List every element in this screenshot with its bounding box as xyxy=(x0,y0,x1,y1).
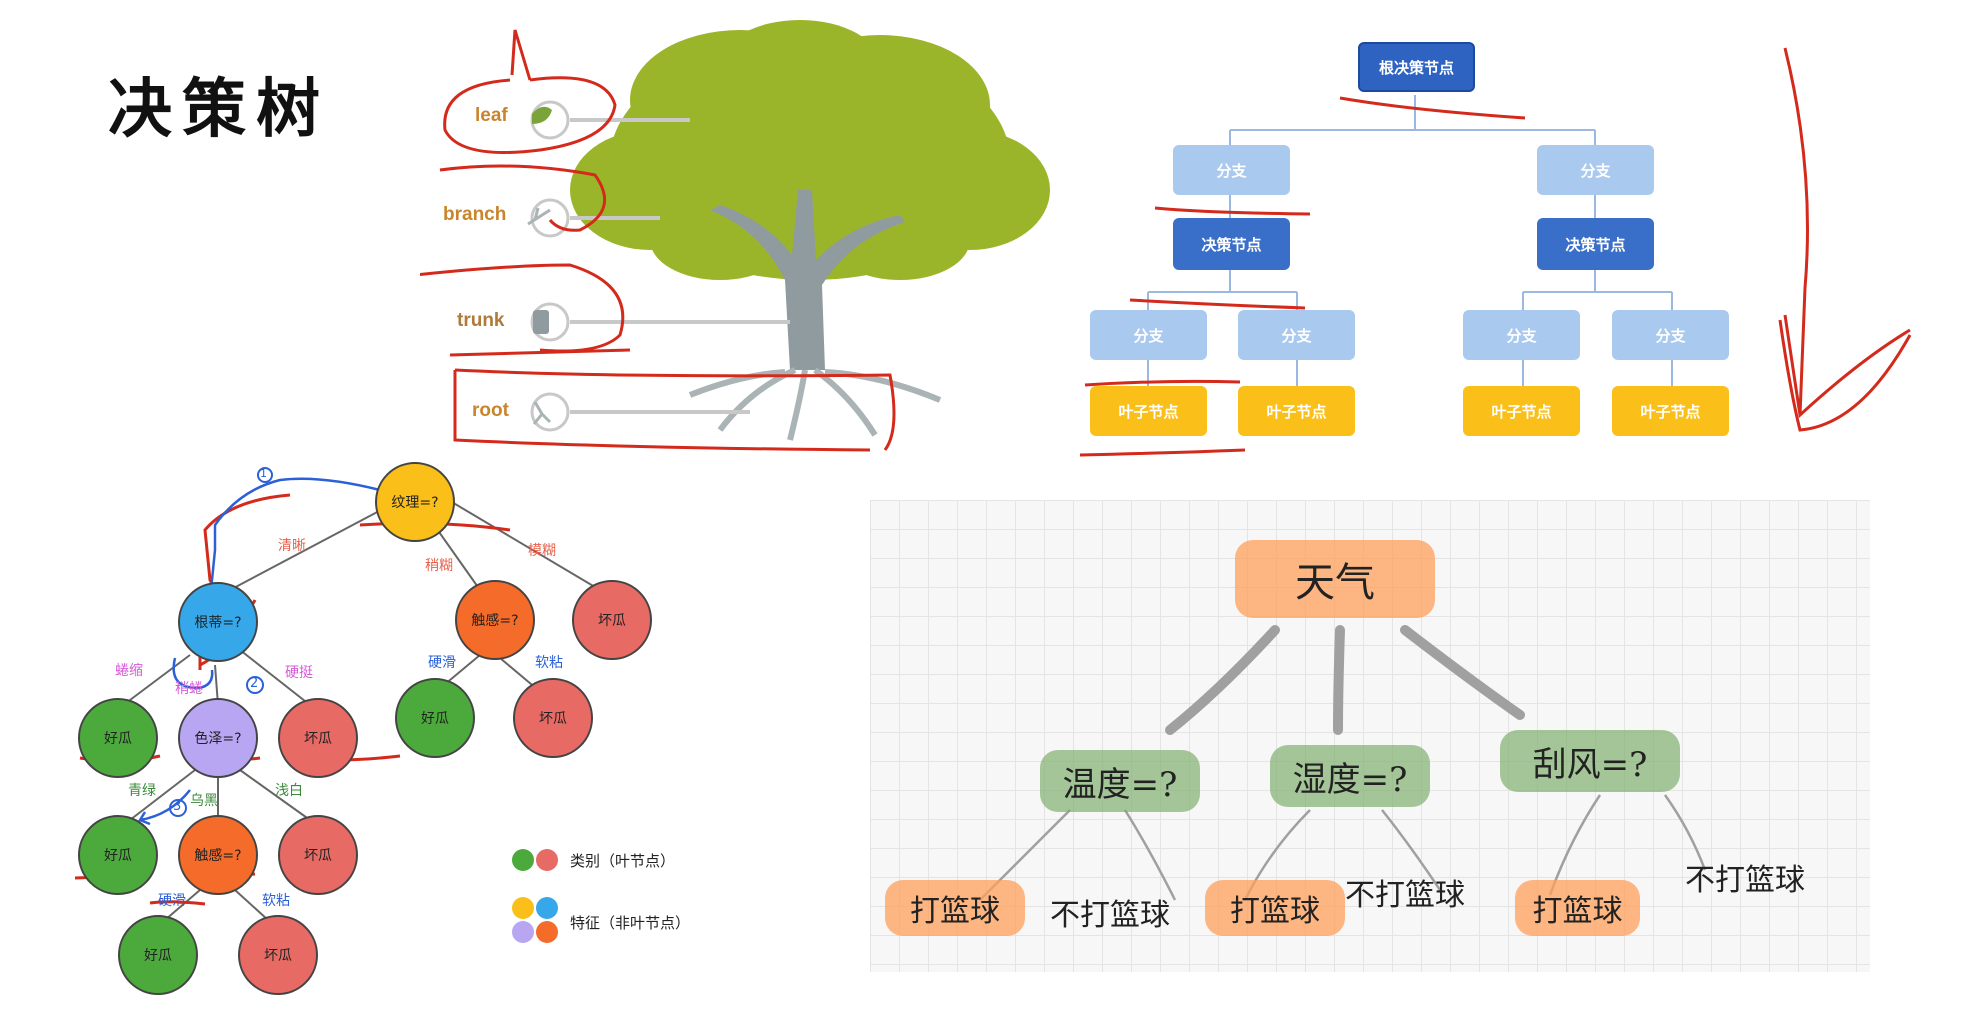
flowchart-branch-node: 分支 xyxy=(1463,310,1580,360)
node-touch-2: 触感=? xyxy=(178,815,258,895)
node-bad-2: 坏瓜 xyxy=(278,698,358,778)
edge-label-clear: 清晰 xyxy=(278,538,306,554)
flowchart-leaf-node: 叶子节点 xyxy=(1463,386,1580,436)
edge-label-pale: 浅白 xyxy=(275,783,303,799)
flowchart-leaf-node: 叶子节点 xyxy=(1612,386,1729,436)
node-texture: 纹理=? xyxy=(375,462,455,542)
flowchart-leaf-node: 叶子节点 xyxy=(1090,386,1207,436)
root-icon xyxy=(532,401,552,425)
edge-label-soft-2: 软粘 xyxy=(262,893,290,909)
flowchart-branch-node: 分支 xyxy=(1612,310,1729,360)
ink-annotations-tree xyxy=(420,29,896,452)
node-good-3: 好瓜 xyxy=(78,815,158,895)
trunk-icon xyxy=(533,310,549,334)
legend-leaf-green-dot xyxy=(512,849,534,871)
leaf-play-1: 打篮球 xyxy=(885,880,1025,936)
leaf-icon xyxy=(532,106,552,124)
edge-label-hard-1: 硬滑 xyxy=(428,655,456,671)
node-bad-4: 坏瓜 xyxy=(278,815,358,895)
tree-illustration xyxy=(420,20,1050,452)
node-bad-5: 坏瓜 xyxy=(238,915,318,995)
weather-tree-grid xyxy=(870,500,1870,972)
temperature-node: 温度=? xyxy=(1040,750,1200,812)
edge-label-green: 青绿 xyxy=(128,783,156,799)
edge-label-blur: 模糊 xyxy=(528,543,556,559)
flowchart-decision-node: 决策节点 xyxy=(1173,218,1290,270)
wind-node: 刮风=? xyxy=(1500,730,1680,792)
edge-label-fuzzy: 稍糊 xyxy=(425,558,453,574)
edge-label-slight: 稍蜷 xyxy=(175,681,203,697)
weather-root-node: 天气 xyxy=(1235,540,1435,618)
leaf-no-play-3: 不打篮球 xyxy=(1685,863,1805,898)
node-good-1: 好瓜 xyxy=(78,698,158,778)
legend-feature-blue-dot xyxy=(536,897,558,919)
tree-roots xyxy=(688,367,942,441)
edge-label-curl: 蜷缩 xyxy=(115,663,143,679)
node-color: 色泽=? xyxy=(178,698,258,778)
node-good-2: 好瓜 xyxy=(395,678,475,758)
humidity-node: 湿度=? xyxy=(1270,745,1430,807)
node-touch-1: 触感=? xyxy=(455,580,535,660)
tree-part-root: root xyxy=(472,400,509,421)
leaf-no-play-2: 不打篮球 xyxy=(1345,878,1465,913)
leaf-play-3: 打篮球 xyxy=(1515,880,1640,936)
edge-label-hard-2: 硬滑 xyxy=(158,893,186,909)
flowchart-root-node: 根决策节点 xyxy=(1358,42,1475,92)
flowchart-branch-node: 分支 xyxy=(1238,310,1355,360)
edge-label-black: 乌黑 xyxy=(190,793,218,809)
node-bad-1: 坏瓜 xyxy=(572,580,652,660)
edge-label-stiff: 硬挺 xyxy=(285,665,313,681)
annotation-step-1: 1 xyxy=(260,467,267,480)
node-good-4: 好瓜 xyxy=(118,915,198,995)
branch-icon xyxy=(527,207,551,226)
flowchart-decision-node: 决策节点 xyxy=(1537,218,1654,270)
flowchart-branch-node: 分支 xyxy=(1537,145,1654,195)
leaf-no-play-1: 不打篮球 xyxy=(1050,898,1170,933)
legend-leaf-label: 类别（叶节点） xyxy=(570,852,676,870)
leaf-play-2: 打篮球 xyxy=(1205,880,1345,936)
tree-canopy xyxy=(570,20,1050,280)
tree-part-leaf: leaf xyxy=(475,105,508,126)
legend-feature-yellow-dot xyxy=(512,897,534,919)
label-connectors xyxy=(570,118,790,414)
edge-label-soft-1: 软粘 xyxy=(535,655,563,671)
tree-part-trunk: trunk xyxy=(457,310,505,331)
node-bad-3: 坏瓜 xyxy=(513,678,593,758)
flowchart-branch-node: 分支 xyxy=(1090,310,1207,360)
legend-leaf-red-dot xyxy=(536,849,558,871)
tree-part-branch: branch xyxy=(443,204,507,225)
flowchart-leaf-node: 叶子节点 xyxy=(1238,386,1355,436)
flowchart-connectors xyxy=(1080,47,1912,457)
flowchart-branch-node: 分支 xyxy=(1173,145,1290,195)
legend-feature-orange-dot xyxy=(536,921,558,943)
annotation-step-2: 2 xyxy=(250,676,259,691)
ink-annotations-flowchart xyxy=(1080,47,1912,457)
page-title: 决策树 xyxy=(108,72,330,147)
legend-feature-purple-dot xyxy=(512,921,534,943)
node-root-pedicle: 根蒂=? xyxy=(178,582,258,662)
tree-trunk xyxy=(710,190,905,370)
annotation-step-3: 3 xyxy=(173,799,182,814)
legend-feature-label: 特征（非叶节点） xyxy=(570,914,691,932)
